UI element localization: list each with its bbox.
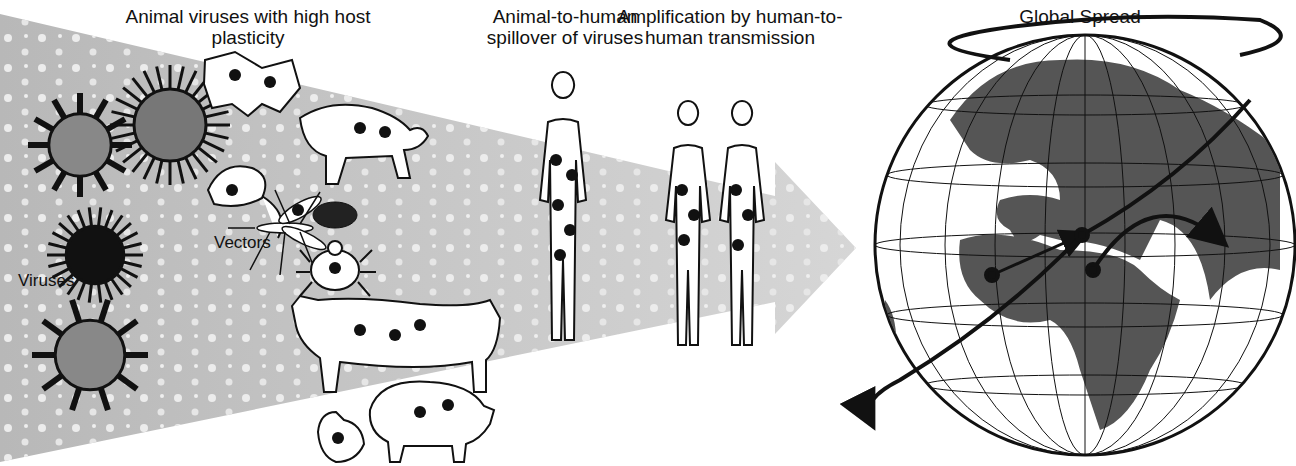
pig xyxy=(370,382,494,462)
cow xyxy=(292,296,500,392)
virus-dot xyxy=(550,154,562,166)
virus-dot xyxy=(688,209,700,221)
virus-dot xyxy=(226,184,238,196)
bat xyxy=(204,52,300,116)
virus-dot xyxy=(329,262,341,274)
virus-dot xyxy=(554,249,566,261)
globe xyxy=(875,35,1295,455)
virus-dot xyxy=(552,199,564,211)
virus-dot xyxy=(229,69,241,81)
virus-dot xyxy=(566,169,578,181)
virus-dot xyxy=(332,432,344,444)
virus-body xyxy=(66,226,124,284)
virus-group xyxy=(28,65,230,410)
flea xyxy=(313,202,357,228)
virus-body xyxy=(134,89,206,161)
virus-dot xyxy=(354,122,366,134)
virus-body xyxy=(55,320,125,390)
funnel-texture xyxy=(0,14,856,462)
stage-heading: Animal viruses with high host plasticity xyxy=(118,6,378,48)
funnel-arrow xyxy=(0,14,856,462)
chicken xyxy=(318,412,364,462)
virus-dot xyxy=(742,209,754,221)
virus-dot xyxy=(264,76,276,88)
monkey xyxy=(300,105,428,184)
tick xyxy=(296,241,376,296)
part-label: Viruses xyxy=(18,270,74,291)
part-label: Vectors xyxy=(214,232,271,253)
virus-dot xyxy=(389,329,401,341)
stage-heading: Global Spread xyxy=(980,6,1180,27)
virus-dot xyxy=(676,184,688,196)
virus-dot xyxy=(414,319,426,331)
virus-dot xyxy=(732,239,744,251)
virus-body xyxy=(49,114,111,176)
virus-dot xyxy=(564,224,576,236)
virus-dot xyxy=(442,399,454,411)
virus-dot xyxy=(292,204,304,216)
virus-dot xyxy=(678,234,690,246)
spread-arrows xyxy=(868,17,1281,420)
virus-dot xyxy=(730,184,742,196)
humans xyxy=(540,72,764,345)
virus-dots xyxy=(226,69,754,444)
virus-dot xyxy=(414,406,426,418)
virus-dot xyxy=(354,324,366,336)
virus-dot xyxy=(379,126,391,138)
stage-heading: Amplification by human-to-human transmis… xyxy=(615,6,845,48)
